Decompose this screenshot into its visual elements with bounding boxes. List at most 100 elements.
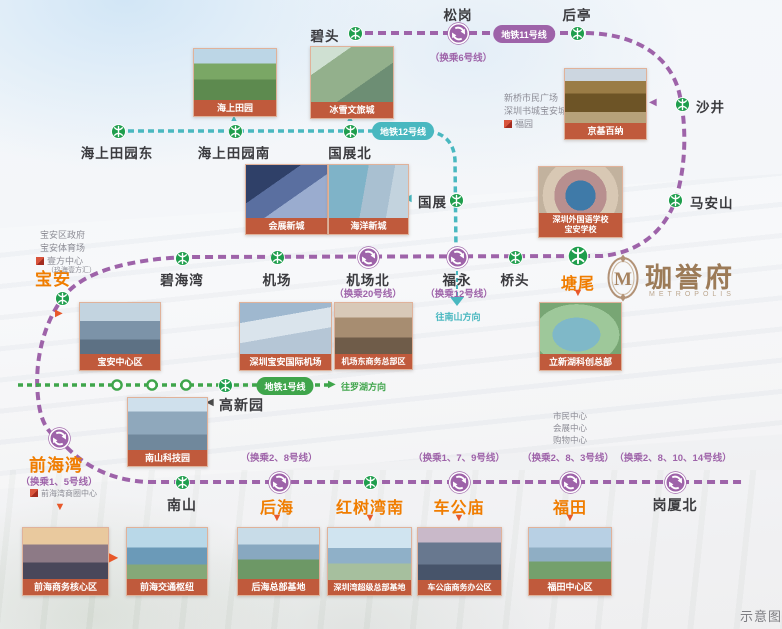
- arrow-down-icon: ▼: [271, 512, 283, 524]
- transfer-note-qianhaiwan: （换乘1、5号线）: [20, 477, 98, 488]
- arrow-right-icon: ▶: [55, 308, 63, 319]
- transfer-note-houhai: （换乘2、8号线）: [240, 453, 318, 464]
- station-label-hongshuwannan: 红树湾南: [335, 500, 405, 517]
- metro-station-icon: [667, 192, 684, 209]
- station-label-jichangbei: 机场北: [346, 273, 390, 288]
- photo-jingjibaina: [565, 69, 646, 124]
- photo-caption: 深圳外国语学校宝安学校: [539, 212, 622, 237]
- arrow-left-icon: ◀: [206, 397, 214, 408]
- photo-caption: 前海交通枢纽: [127, 579, 207, 595]
- arrow-left-icon: ◀: [649, 97, 657, 108]
- metro-station-icon: [110, 123, 127, 140]
- photo-houhaizongbu: [238, 528, 319, 580]
- photo-card-haiyangxincheng: 海洋新城: [328, 164, 409, 235]
- landmark-text: 宝安体育场: [40, 243, 86, 253]
- station-label-songgang: 松岗: [443, 8, 473, 23]
- transfer-note-songgang: （换乘6号线）: [429, 53, 493, 64]
- interchange-station-icon: [448, 471, 471, 494]
- photo-caption: 海上田园: [194, 100, 276, 116]
- photo-caption: 立新湖科创总部: [540, 354, 621, 370]
- station-label-guozhan: 国展: [418, 195, 447, 210]
- photo-caption: 京基百纳: [565, 123, 646, 139]
- photo-caption: 后海总部基地: [238, 579, 319, 595]
- station-label-baoan: 宝安: [35, 270, 71, 289]
- photo-bingxuewenlv: [311, 47, 393, 103]
- photo-huizhanxincheng: [246, 165, 327, 219]
- photo-card-huizhanxincheng: 会展新城: [245, 164, 328, 235]
- metro-station-icon: [269, 249, 286, 266]
- station-label-jichang: 机场: [262, 273, 292, 288]
- metro-station-icon: [448, 192, 465, 209]
- photo-card-futianzhongxinqu: 福田中心区: [528, 527, 612, 596]
- metro-station-icon: [362, 474, 379, 491]
- arrow-down-icon: ▼: [364, 512, 376, 524]
- photo-caption: 机场东商务总部区: [335, 354, 412, 369]
- station-label-qiaotou: 桥头: [500, 273, 530, 288]
- line-11-badge: 地铁11号线: [493, 25, 555, 43]
- photo-caption: 深圳宝安国际机场: [240, 354, 331, 370]
- landmark-text: 市民中心: [552, 411, 588, 421]
- photo-card-qianhaishangwu: 前海商务核心区: [22, 527, 109, 596]
- interchange-station-icon: [446, 246, 469, 269]
- photo-jichangdong: [335, 303, 412, 355]
- interchange-station-icon: [447, 22, 470, 45]
- station-label-tangwei: 塘尾: [560, 276, 596, 293]
- red-brand-icon: [36, 257, 44, 265]
- station-label-bihaiwan: 碧海湾: [160, 273, 204, 288]
- transfer-note-jichangbei: （换乘20号线）: [334, 289, 402, 300]
- interchange-station-icon: [357, 246, 380, 269]
- landmark-text: 宝安区政府: [40, 230, 86, 240]
- transfer-note-gangxiabei: （换乘2、8、10、14号线）: [614, 453, 732, 464]
- photo-caption: 车公庙商务办公区: [418, 580, 501, 595]
- arrow-right-icon: ▶: [328, 379, 336, 390]
- photo-futianzhongxinqu: [529, 528, 611, 580]
- landmark-text: 会展中心: [552, 423, 588, 433]
- photo-chegongmiaoshangwu: [418, 528, 501, 581]
- photo-caption: 海洋新城: [329, 218, 408, 234]
- metro-station-icon: [217, 377, 234, 394]
- landmark-subtext: （玖海壹方汇）: [47, 267, 96, 274]
- line-1-badge: 地铁1号线: [256, 377, 314, 395]
- station-label-guozhanbei: 国展北: [328, 146, 372, 161]
- photo-shenwaischool: [539, 167, 622, 213]
- arrow-down-icon: ▼: [572, 287, 584, 299]
- photo-haishangtianyuan: [194, 49, 276, 101]
- station-label-qianhaiwan: 前海湾: [29, 456, 83, 475]
- station-label-houhai: 后海: [259, 500, 295, 517]
- line-12-direction-arrow: [450, 297, 464, 306]
- photo-haiyangxincheng: [329, 165, 408, 219]
- red-brand-icon: [30, 489, 38, 497]
- metro-station-icon-large: [566, 244, 590, 268]
- landmark-logo-item: 前海湾商圈中心: [30, 488, 97, 499]
- interchange-station-icon: [48, 427, 71, 450]
- interchange-station-icon: [268, 471, 291, 494]
- landmark-logo-item: 福园: [504, 117, 533, 130]
- station-label-futian: 福田: [552, 500, 588, 517]
- photo-card-shenzhenwan: 深圳湾超级总部基地: [327, 527, 412, 596]
- landmark-text: 新桥市民广场: [504, 93, 559, 103]
- station-label-shajing: 沙井: [696, 100, 725, 115]
- red-brand-icon: [504, 120, 512, 128]
- interchange-station-icon: [559, 471, 582, 494]
- metro-station-icon: [174, 250, 191, 267]
- station-label-chegongmiao: 车公庙: [433, 500, 485, 517]
- metro-station-icon: [507, 249, 524, 266]
- station-label-bitou: 碧头: [310, 29, 340, 44]
- metropolis-emblem-icon: M: [607, 254, 639, 302]
- station-label-gaoxinyuan: 高新园: [219, 397, 264, 413]
- metro-station-icon: [347, 25, 364, 42]
- photo-caption: 福田中心区: [529, 579, 611, 595]
- interchange-station-icon: [664, 471, 687, 494]
- photo-card-qianhaijiaotong: 前海交通枢纽: [126, 527, 208, 596]
- photo-baoanairport: [240, 303, 331, 355]
- line-12-badge: 地铁12号线: [371, 122, 435, 140]
- station-label-fuyong: 福永: [442, 273, 472, 288]
- transfer-note-chegongmiao: （换乘1、7、9号线）: [413, 453, 505, 464]
- photo-qianhaijiaotong: [127, 528, 207, 580]
- station-label-houting: 后亭: [562, 8, 592, 23]
- photo-caption: 深圳湾超级总部基地: [328, 580, 411, 595]
- station-label-maanshan: 马安山: [690, 196, 734, 211]
- photo-qianhaishangwu: [23, 528, 108, 580]
- metro-station-icon: [174, 474, 191, 491]
